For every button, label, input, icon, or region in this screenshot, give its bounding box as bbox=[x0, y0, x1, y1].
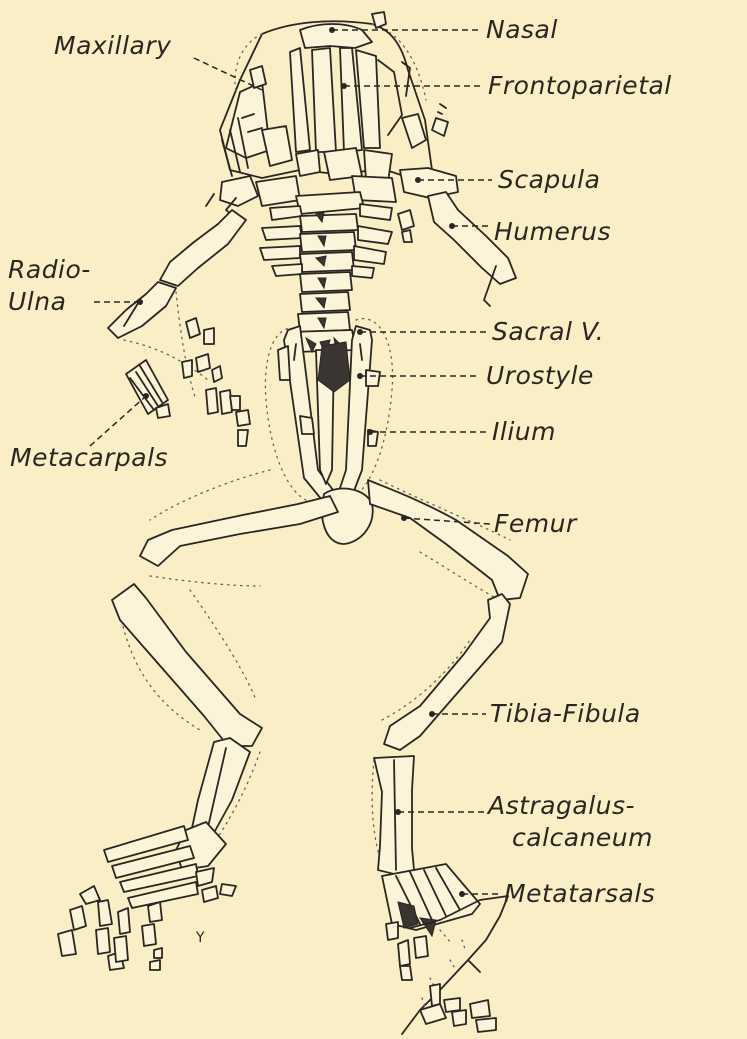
label-ilium: Ilium bbox=[492, 417, 556, 446]
femur-right bbox=[368, 480, 528, 600]
label-sacral-v: Sacral V. bbox=[492, 317, 604, 346]
astragalus-calcaneum bbox=[192, 738, 414, 874]
left-foot bbox=[58, 822, 236, 970]
tibia-fibula bbox=[112, 584, 510, 750]
radio-ulna bbox=[108, 282, 176, 338]
skull bbox=[220, 12, 448, 182]
label-frontoparietal: Frontoparietal bbox=[488, 71, 672, 100]
label-metatarsals: Metatarsals bbox=[504, 879, 655, 908]
radio-ulna-left bbox=[108, 282, 176, 338]
label-urostyle: Urostyle bbox=[486, 361, 594, 390]
femur-left bbox=[140, 496, 338, 566]
label-radio-ulna-2: Ulna bbox=[8, 287, 66, 316]
right-foot bbox=[382, 864, 508, 1034]
nasal-bone bbox=[300, 24, 372, 48]
scapula-bone bbox=[400, 168, 458, 198]
label-humerus: Humerus bbox=[494, 217, 611, 246]
humerus-left bbox=[160, 210, 246, 286]
label-metacarpals: Metacarpals bbox=[10, 443, 168, 472]
label-femur: Femur bbox=[494, 509, 578, 538]
label-scapula: Scapula bbox=[498, 165, 600, 194]
label-astragalus-1: Astragalus- bbox=[486, 791, 635, 820]
specimen-mark: Y bbox=[195, 930, 205, 946]
label-maxillary: Maxillary bbox=[54, 31, 172, 60]
frontoparietal-bone bbox=[290, 48, 310, 152]
label-nasal: Nasal bbox=[486, 15, 558, 44]
maxillary-bone bbox=[226, 82, 270, 158]
label-radio-ulna-1: Radio- bbox=[8, 255, 91, 284]
label-tibia-fibula: Tibia-Fibula bbox=[490, 699, 641, 728]
label-astragalus-2: calcaneum bbox=[512, 823, 653, 852]
